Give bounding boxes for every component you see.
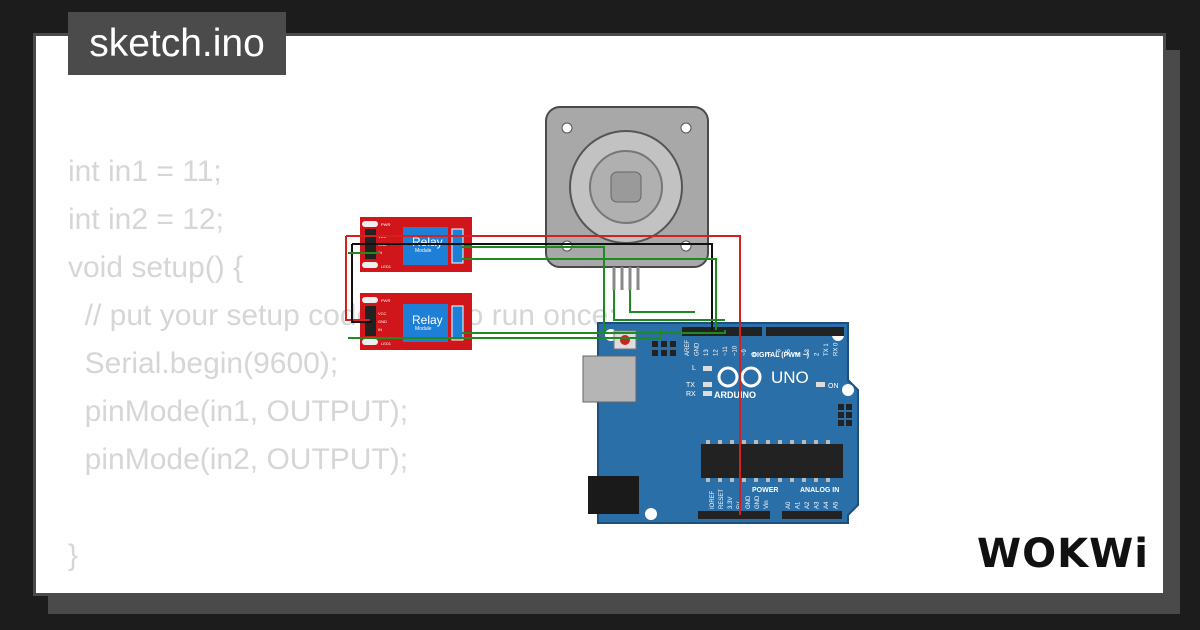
relay1-pwr-label: PWR — [381, 222, 390, 227]
pin-label: 8 — [752, 352, 758, 356]
analog-header-label: ANALOG IN — [800, 487, 839, 494]
pin-label: 13 — [704, 349, 710, 356]
relay2-pin-vcc: VCC — [378, 311, 387, 316]
code-line: Serial.begin(9600); — [68, 347, 339, 380]
wokwi-logo: WOKWi — [977, 531, 1149, 577]
relay1-pin-in: IN — [378, 250, 382, 255]
digital-header-label: DIGITAL (PWM ~) — [752, 352, 809, 359]
relay1-title: Relay — [412, 235, 443, 249]
pin-label: A2 — [805, 501, 811, 509]
code-preview: int in1 = 11; int in2 = 12; void setup() {… — [68, 148, 617, 580]
wire-red-vcc — [345, 236, 370, 321]
relay2-pin-gnd: GND — [378, 319, 387, 324]
relay2-title: Relay — [412, 313, 443, 327]
pin-label: 3.3V — [728, 497, 734, 509]
pin-label: A1 — [796, 501, 802, 509]
on-led-label: ON — [828, 383, 839, 390]
code-line: pinMode(in1, OUTPUT); — [68, 395, 409, 428]
wire-motor-2 — [629, 290, 695, 313]
pin-label: 12 — [714, 349, 720, 356]
relay2-subtitle: Module — [415, 326, 432, 332]
relay1-led-label: LED1 — [381, 264, 392, 269]
pin-label: ~6 — [777, 348, 783, 356]
pin-label: GND — [695, 342, 701, 356]
relay2-led-label: LED1 — [381, 341, 392, 346]
pin-label: ~11 — [723, 346, 729, 356]
file-tab[interactable]: sketch.ino — [68, 12, 286, 75]
code-line: int in2 = 12; — [68, 203, 224, 236]
wire-black-gnd-board — [352, 243, 713, 330]
pin-label: 7 — [767, 352, 773, 356]
pin-label: AREF — [685, 340, 691, 356]
wires — [345, 235, 741, 515]
pin-label: RESET — [719, 489, 725, 509]
pin-label: IOREF — [710, 490, 716, 509]
wire-green-d — [348, 330, 661, 339]
code-line: void setup() { — [68, 251, 244, 284]
code-line: pinMode(in2, OUTPUT); — [68, 443, 409, 476]
pin-label: TX 1 — [824, 343, 830, 356]
wokwi-logo-text: WOKWi — [977, 531, 1149, 577]
relay-module-2[interactable]: Relay Module PWR LED1 VCC GND IN — [360, 293, 472, 350]
pin-label: A5 — [834, 501, 840, 509]
pin-label: ~9 — [742, 348, 748, 356]
pin-label: 4 — [796, 352, 802, 356]
wire-green-c — [462, 330, 726, 334]
board-brand-label: ARDUINO — [714, 390, 756, 400]
code-line: } — [68, 539, 79, 572]
pin-label: A3 — [815, 501, 821, 509]
wire-red-5v — [346, 235, 741, 515]
relay1-subtitle: Module — [415, 248, 432, 254]
wire-green-b — [462, 258, 717, 330]
power-header-label: POWER — [752, 487, 778, 494]
pin-label: A0 — [786, 501, 792, 509]
wire-black-gnd — [351, 244, 372, 323]
pin-label: A4 — [824, 501, 830, 509]
board-model-label: UNO — [771, 368, 809, 387]
pin-label: ~10 — [733, 345, 739, 356]
pin-label: 2 — [815, 352, 821, 356]
relay2-pwr-label: PWR — [381, 298, 390, 303]
led-rx-label: RX — [686, 391, 696, 398]
pin-label: ~3 — [805, 348, 811, 356]
relay2-pin-in: IN — [378, 327, 382, 332]
pin-label: Vin — [764, 500, 770, 509]
arduino-uno-board[interactable]: UNO ARDUINO DIGITAL (PWM ~) POWER ANALOG… — [582, 322, 859, 524]
code-line: int in1 = 11; — [68, 155, 222, 188]
pin-label: GND — [755, 495, 761, 509]
led-tx-label: TX — [686, 382, 695, 389]
pin-label: GND — [746, 495, 752, 509]
led-l-label: L — [692, 365, 696, 372]
pin-label: ~5 — [786, 348, 792, 356]
pin-label: RX 0 — [834, 342, 840, 356]
stepper-motor[interactable] — [545, 106, 709, 290]
wire-motor-1 — [613, 290, 725, 321]
